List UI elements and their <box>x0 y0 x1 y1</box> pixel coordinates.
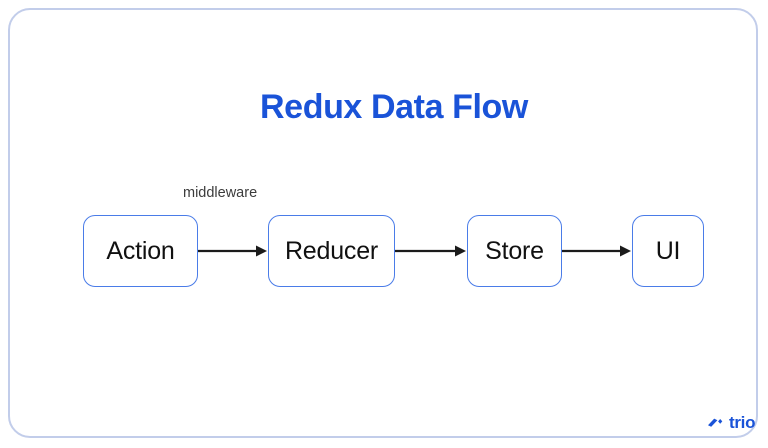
middleware-caption: middleware <box>183 185 258 201</box>
arrow-action-to-reducer-icon <box>198 245 267 257</box>
trio-mark-icon <box>708 418 723 427</box>
brand-wordmark: trio <box>729 413 756 432</box>
flow-node-reducer[interactable]: Reducer <box>268 215 395 287</box>
page-title: Redux Data Flow <box>260 88 528 126</box>
flow-node-store[interactable]: Store <box>467 215 562 287</box>
arrow-reducer-to-store-icon <box>395 245 466 257</box>
arrow-store-to-ui-icon <box>562 245 631 257</box>
brand-logo: trio <box>707 414 755 431</box>
flow-node-ui[interactable]: UI <box>632 215 704 287</box>
flow-node-action[interactable]: Action <box>83 215 198 287</box>
content-card: Redux Data Flow middleware Action Reduce… <box>8 8 758 438</box>
